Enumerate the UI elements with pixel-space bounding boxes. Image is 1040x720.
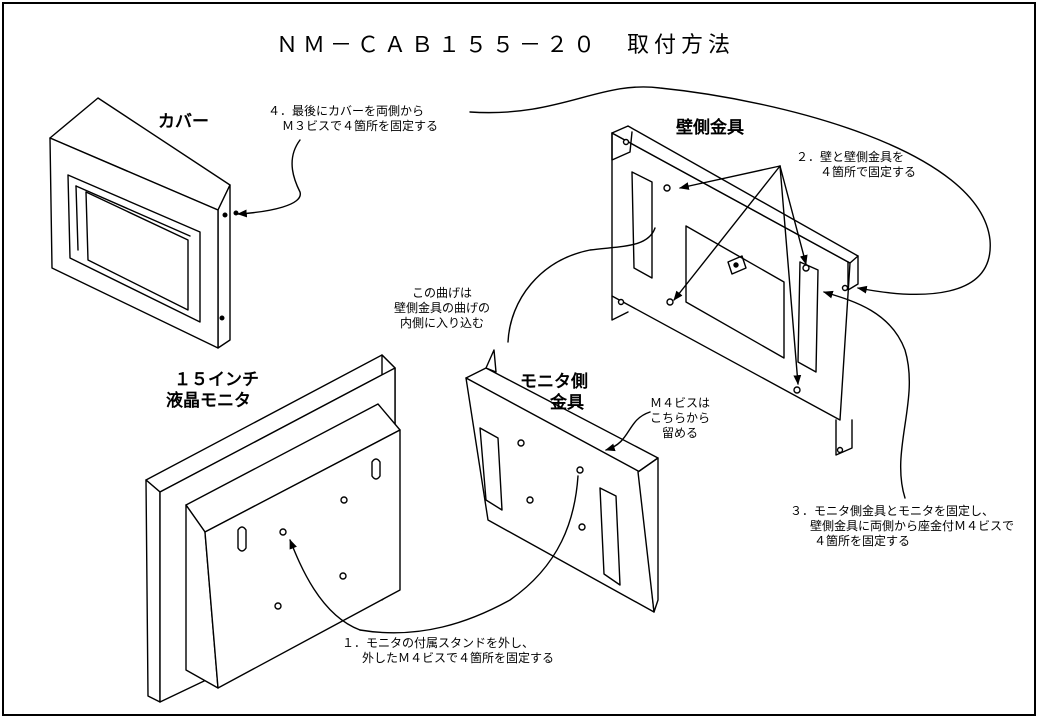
step4-note-line1: ４．最後にカバーを両側から xyxy=(268,104,425,118)
monitor-bracket-label: モニタ側 金具 xyxy=(520,372,588,415)
step3-note-line1: ３．モニタ側金具とモニタを固定し、 xyxy=(790,504,995,518)
leader-lines xyxy=(237,86,991,634)
bend-note-line1: この曲げは xyxy=(412,286,473,300)
bend-note-line2: 壁側金具の曲げの xyxy=(394,301,491,315)
step2-note-line2: ４箇所で固定する xyxy=(820,165,917,179)
page-title: ＮＭ－ＣＡＢ１５５－２０ 取付方法 xyxy=(276,33,736,58)
step2-note-line1: ２．壁と壁側金具を xyxy=(796,150,905,164)
step3-note: ３．モニタ側金具とモニタを固定し、 壁側金具に両側から座金付Ｍ４ビスで ４箇所を… xyxy=(790,504,1014,549)
bend-note-line3: 内側に入り込む xyxy=(400,316,485,330)
monitor-bracket-label-line2: 金具 xyxy=(550,393,584,414)
monitor-label-line1: １５インチ xyxy=(174,370,259,390)
step3-note-line3: ４箇所を固定する xyxy=(814,534,911,548)
wall-bracket-label: 壁側金具 xyxy=(676,118,744,138)
screw-note-line1: Ｍ４ビスは xyxy=(650,396,711,410)
screw-note: Ｍ４ビスは こちらから 留める xyxy=(650,396,710,441)
cover-illustration xyxy=(49,97,239,349)
cover-label: カバー xyxy=(158,112,209,132)
step4-note: ４．最後にカバーを両側から Ｍ３ビスで４箇所を固定する xyxy=(268,104,438,134)
step3-note-line2: 壁側金具に両側から座金付Ｍ４ビスで xyxy=(810,519,1015,533)
monitor-label: １５インチ 液晶モニタ xyxy=(166,370,259,413)
step2-note: ２．壁と壁側金具を ４箇所で固定する xyxy=(796,150,916,180)
monitor-label-line2: 液晶モニタ xyxy=(166,391,251,412)
step1-note-line2: 外したＭ４ビスで４箇所を固定する xyxy=(362,651,555,665)
step1-note-line1: １．モニタの付属スタンドを外し、 xyxy=(342,636,535,650)
monitor-bracket-label-line1: モニタ側 xyxy=(520,372,588,392)
step4-note-line2: Ｍ３ビスで４箇所を固定する xyxy=(282,119,439,133)
screw-note-line2: こちらから xyxy=(650,411,711,425)
step1-note: １．モニタの付属スタンドを外し、 外したＭ４ビスで４箇所を固定する xyxy=(342,636,554,666)
screw-note-line3: 留める xyxy=(662,426,699,440)
monitor-illustration xyxy=(145,354,401,703)
bend-note: この曲げは 壁側金具の曲げの 内側に入り込む xyxy=(394,286,490,331)
